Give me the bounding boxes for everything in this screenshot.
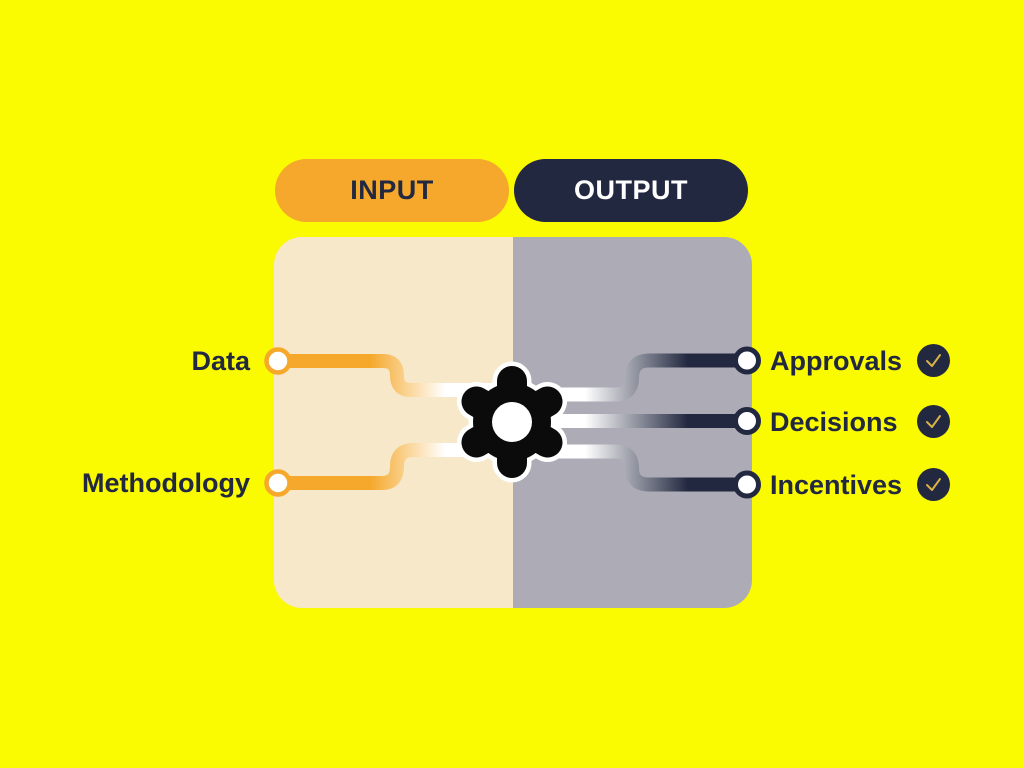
output-label-approvals: Approvals bbox=[770, 346, 903, 376]
output-label-incentives: Incentives bbox=[770, 470, 903, 500]
input-label-methodology: Methodology bbox=[82, 468, 250, 498]
approvals-check-badge bbox=[917, 344, 950, 377]
check-icon bbox=[926, 478, 941, 491]
input-pill: INPUT bbox=[275, 159, 509, 222]
check-icon bbox=[926, 415, 941, 428]
input-pill-label: INPUT bbox=[350, 175, 434, 205]
decisions-check-badge bbox=[917, 405, 950, 438]
input-label-data: Data bbox=[191, 346, 250, 376]
output-label-decisions: Decisions bbox=[770, 407, 898, 437]
output-pill: OUTPUT bbox=[514, 159, 748, 222]
output-pill-label: OUTPUT bbox=[574, 175, 688, 205]
check-icon bbox=[926, 354, 941, 367]
incentives-check-badge bbox=[917, 468, 950, 501]
machine-panel bbox=[274, 237, 752, 608]
